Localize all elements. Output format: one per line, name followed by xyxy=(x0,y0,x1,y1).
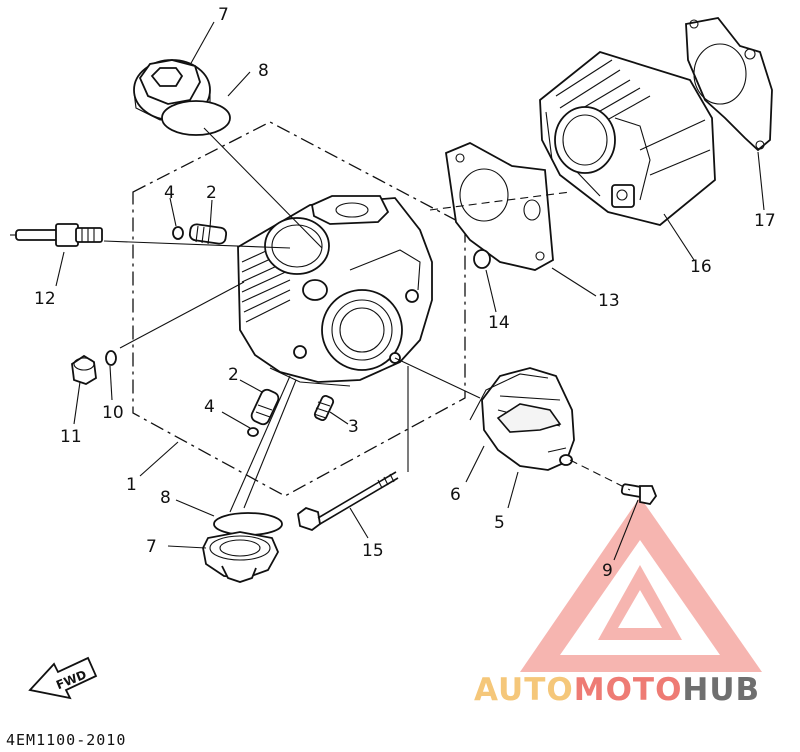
callout-12: 12 xyxy=(34,289,56,309)
callout-17: 17 xyxy=(754,211,776,231)
callout-8-top: 8 xyxy=(258,61,269,81)
assembly-boundary xyxy=(132,121,466,497)
watermark-text-hub: HUB xyxy=(682,672,760,708)
cylinder-head-gasket xyxy=(445,142,554,271)
callout-15: 15 xyxy=(362,541,384,561)
forward-direction-arrow: FWD xyxy=(28,656,98,700)
dowel-pin-bottom xyxy=(247,427,259,437)
callout-4-top: 4 xyxy=(164,183,175,203)
callout-3: 3 xyxy=(348,417,359,437)
watermark-text-moto: MOTO xyxy=(574,672,683,708)
stud-bolt-top xyxy=(188,223,228,245)
plug-bolt xyxy=(71,354,97,385)
cylinder-head xyxy=(237,195,433,387)
leader-lines xyxy=(55,21,765,561)
callout-6: 6 xyxy=(450,485,461,505)
dowel-pin-top xyxy=(172,226,184,240)
cover-gasket xyxy=(469,373,549,421)
spark-plug xyxy=(10,223,103,247)
callout-10: 10 xyxy=(102,403,124,423)
gasket-10 xyxy=(105,350,117,366)
callout-13: 13 xyxy=(598,291,620,311)
tappet-cover-bottom xyxy=(202,531,280,583)
callout-8-bottom: 8 xyxy=(160,488,171,508)
callout-1: 1 xyxy=(126,475,137,495)
cylinder-block xyxy=(539,50,716,226)
o-ring-bottom xyxy=(213,512,283,536)
callout-2-top: 2 xyxy=(206,183,217,203)
assembly-lines xyxy=(103,127,631,513)
callout-2-bottom: 2 xyxy=(228,365,239,385)
callout-16: 16 xyxy=(690,257,712,277)
dowel-14 xyxy=(473,249,491,269)
callout-4-bottom: 4 xyxy=(204,397,215,417)
cylinder-head-side-cover xyxy=(481,367,575,471)
callout-11: 11 xyxy=(60,427,82,447)
diagram-code: 4EM1100-2010 xyxy=(6,731,126,749)
callout-7-bottom: 7 xyxy=(146,537,157,557)
long-bolt xyxy=(297,471,399,532)
watermark-text: AUTOMOTOHUB xyxy=(474,672,760,708)
callout-9: 9 xyxy=(602,561,613,581)
stud-bolt-bottom xyxy=(250,388,280,426)
cylinder-base-gasket xyxy=(685,17,773,152)
stud-3 xyxy=(313,395,335,421)
watermark-text-auto: AUTO xyxy=(474,672,574,708)
callout-7-top: 7 xyxy=(218,5,229,25)
watermark-logo xyxy=(520,497,762,672)
callout-5: 5 xyxy=(494,513,505,533)
callout-14: 14 xyxy=(488,313,510,333)
o-ring-top xyxy=(161,100,231,136)
cover-bolt xyxy=(620,483,658,505)
